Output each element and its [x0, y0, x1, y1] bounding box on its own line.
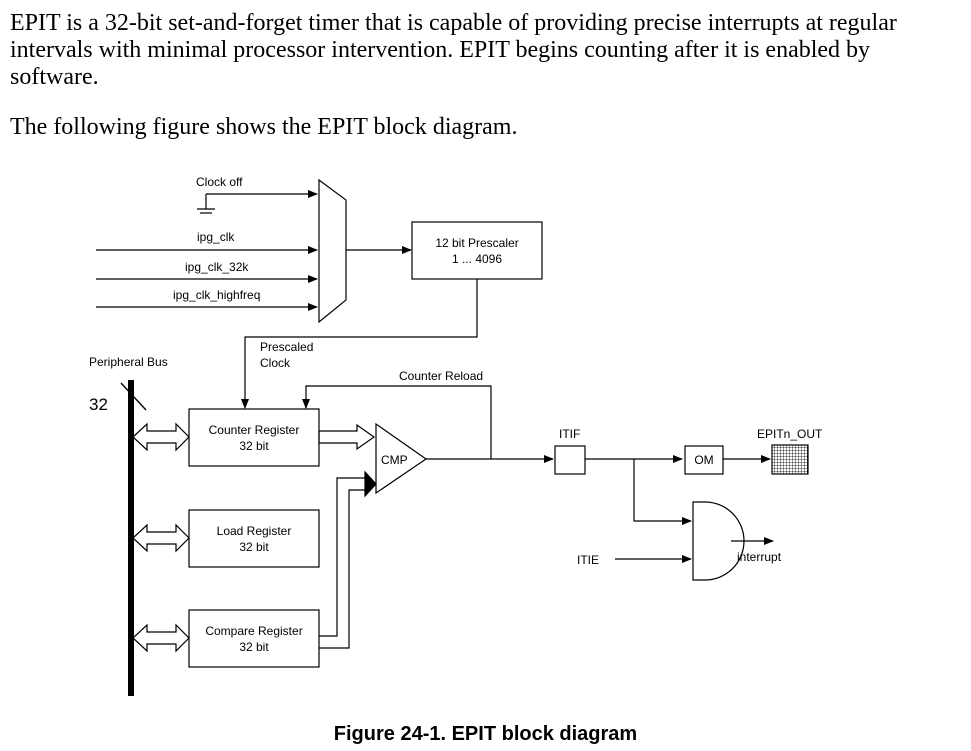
label-prescaled-line1: Prescaled: [260, 340, 313, 354]
label-itif: ITIF: [559, 427, 580, 441]
label-clock-off: Clock off: [196, 175, 243, 189]
bus-arrow-load: [132, 523, 190, 553]
intro-paragraph-2: The following figure shows the EPIT bloc…: [10, 114, 518, 140]
label-ipg-clk: ipg_clk: [197, 230, 235, 244]
label-interrupt: interrupt: [737, 550, 782, 564]
bus-arrow-compare: [132, 623, 190, 653]
figure-caption: Figure 24-1. EPIT block diagram: [333, 723, 638, 745]
label-cmp: CMP: [381, 453, 408, 467]
comparator: [375, 422, 428, 495]
label-load-register-line2: 32 bit: [239, 540, 269, 554]
label-bus-width: 32: [89, 395, 108, 414]
label-ipg-clk-32k: ipg_clk_32k: [185, 260, 249, 274]
load-register-block: [188, 509, 320, 568]
label-counter-register-line2: 32 bit: [239, 439, 269, 453]
prescaler-block: [411, 221, 543, 280]
peripheral-bus-bar: [128, 380, 134, 696]
label-load-register-line1: Load Register: [217, 524, 292, 538]
ground-icon: [197, 194, 215, 214]
label-counter-register-line1: Counter Register: [209, 423, 300, 437]
bus-arrow-counter: [132, 422, 190, 452]
om-block: [684, 445, 724, 475]
counter-register-block: [188, 408, 320, 467]
label-itie: ITIE: [577, 553, 599, 567]
and-gate: [692, 501, 745, 581]
itif-flag-block: [554, 445, 586, 475]
label-prescaled-line2: Clock: [260, 356, 291, 370]
label-prescaler-line2: 1 ... 4096: [452, 252, 502, 266]
intro-paragraph-1: EPIT is a 32-bit set-and-forget timer th…: [10, 10, 897, 90]
clock-mux: [318, 178, 347, 324]
label-counter-reload: Counter Reload: [399, 369, 483, 383]
label-epit-out: EPITn_OUT: [757, 427, 823, 441]
label-peripheral-bus: Peripheral Bus: [89, 355, 168, 369]
label-ipg-clk-highfreq: ipg_clk_highfreq: [173, 288, 260, 302]
counter-to-cmp-arrow: [318, 423, 376, 451]
label-prescaler-line1: 12 bit Prescaler: [435, 236, 518, 250]
label-compare-register-line2: 32 bit: [239, 640, 269, 654]
label-compare-register-line1: Compare Register: [205, 624, 302, 638]
label-om: OM: [694, 453, 713, 467]
compare-register-block: [188, 609, 320, 668]
epit-out-pin-icon: [771, 444, 809, 475]
